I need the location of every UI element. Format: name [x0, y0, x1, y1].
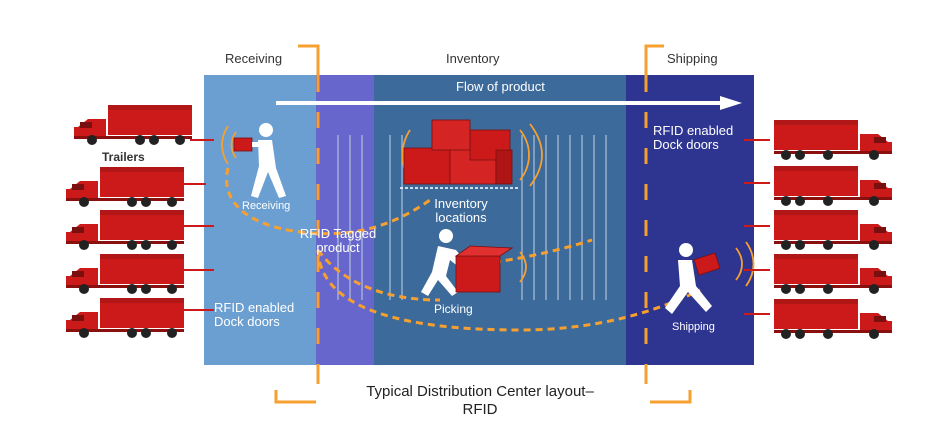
truck-icon	[66, 254, 184, 294]
worker-icon	[421, 229, 466, 296]
truck-icon	[66, 167, 184, 207]
rfid-tagged-line2: product	[316, 240, 360, 255]
left-dock-doors-label: RFID enabled Dock doors	[214, 301, 294, 329]
arrow-right-icon	[276, 96, 742, 110]
truck-icon	[66, 298, 184, 338]
inventory-line2: locations	[435, 210, 487, 225]
rfid-tagged-label: RFID Tagged product	[288, 227, 388, 255]
caption-line1: Typical Distribution Center layout–	[366, 383, 594, 400]
right-dock-line2: Dock doors	[653, 137, 719, 152]
worker-icon	[665, 243, 721, 314]
cross-dock-zone	[316, 75, 374, 365]
left-dock-line2: Dock doors	[214, 314, 280, 329]
truck-icon	[74, 105, 192, 145]
worker-icon	[233, 123, 286, 198]
truck-icon	[774, 299, 892, 339]
truck-tie-lines	[180, 139, 770, 315]
truck-icon	[66, 210, 184, 250]
truck-icon	[774, 120, 892, 160]
picking-label: Picking	[434, 302, 473, 316]
truck-icon	[774, 210, 892, 250]
header-shipping: Shipping	[667, 51, 718, 66]
truck-icon	[774, 254, 892, 294]
diagram-caption: Typical Distribution Center layout– RFID	[300, 383, 660, 419]
header-receiving: Receiving	[225, 51, 283, 66]
header-inventory: Inventory	[446, 51, 500, 66]
box-icon	[403, 119, 513, 185]
inventory-locations-label: Inventory locations	[416, 197, 506, 225]
flow-label: Flow of product	[456, 79, 545, 94]
zone-brackets	[274, 44, 692, 404]
rfid-tagged-line1: RFID Tagged	[299, 226, 377, 241]
inventory-zone	[374, 75, 626, 365]
trailers-label: Trailers	[102, 150, 145, 164]
inventory-line1: Inventory	[434, 196, 488, 211]
right-dock-doors-label: RFID enabled Dock doors	[653, 124, 733, 152]
right-dock-line1: RFID enabled	[653, 123, 734, 138]
receiving-zone	[204, 75, 316, 365]
caption-line2: RFID	[462, 401, 498, 418]
left-dock-line1: RFID enabled	[214, 300, 295, 315]
inventory-lanes	[337, 135, 607, 300]
box-icon	[454, 245, 514, 293]
truck-icon	[774, 166, 892, 206]
receiving-worker-label: Receiving	[242, 200, 291, 212]
shipping-worker-label: Shipping	[672, 321, 715, 333]
